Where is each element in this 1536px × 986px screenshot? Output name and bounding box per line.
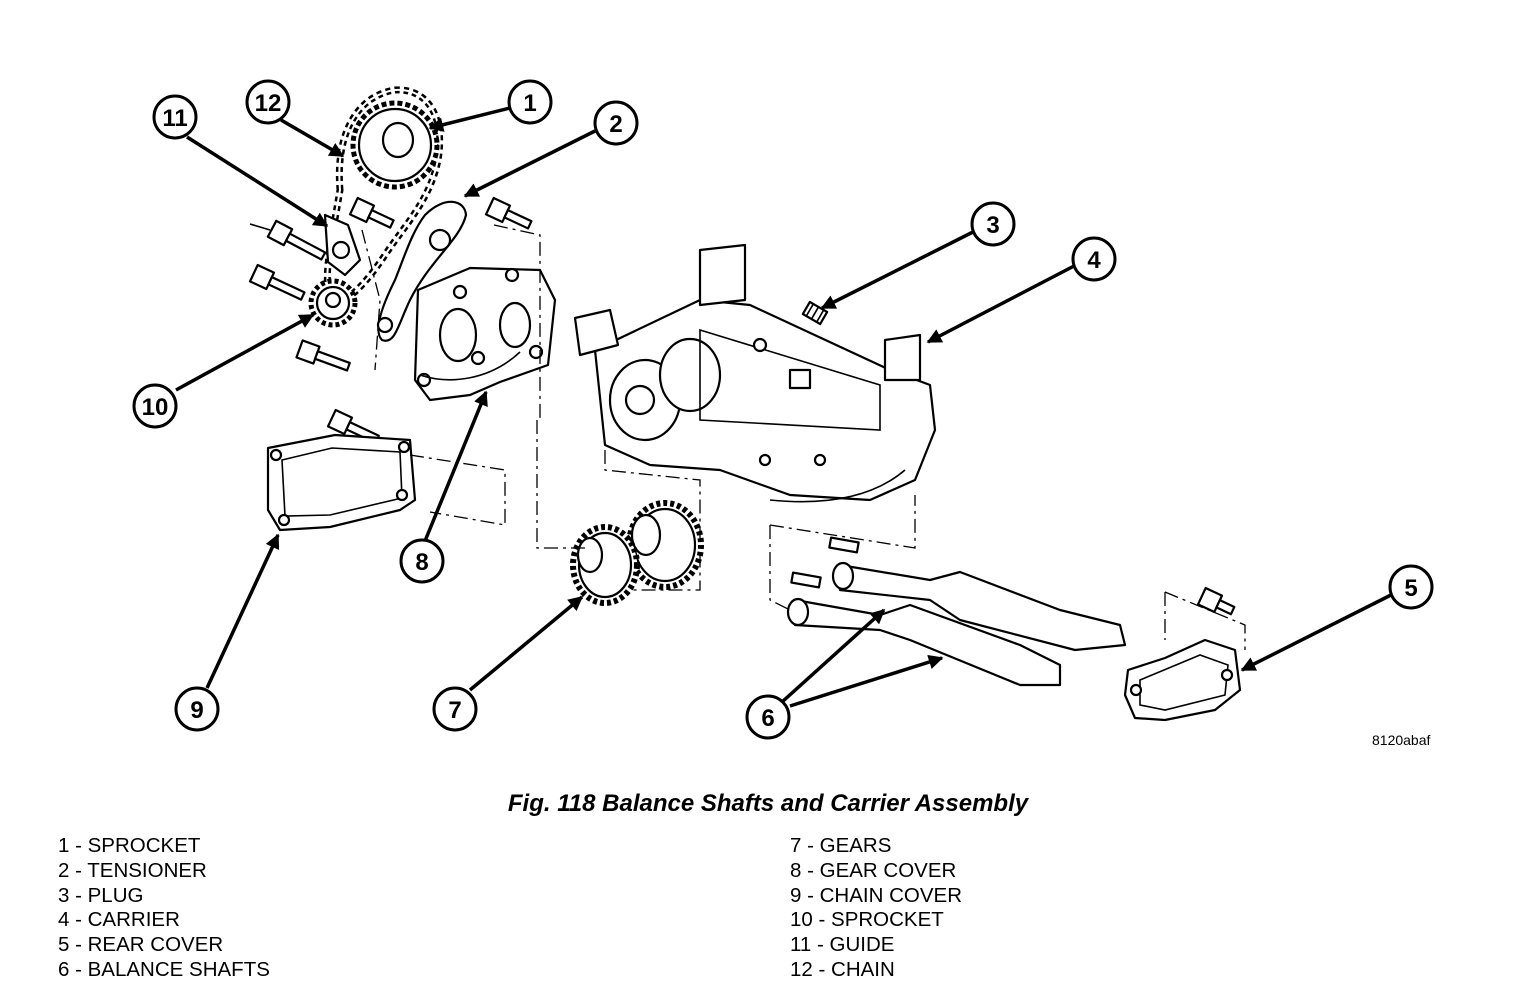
callout-8: 8 [399, 538, 445, 584]
legend-item: 12 - CHAIN [790, 957, 895, 981]
svg-text:10: 10 [142, 394, 169, 421]
lower-sprocket-drawing [308, 278, 358, 328]
callout-12: 12 [245, 79, 291, 125]
legend-item: 6 - BALANCE SHAFTS [58, 957, 270, 981]
callout-11: 11 [152, 94, 198, 140]
exploded-view-diagram: 1 2 3 4 5 6 7 8 9 10 11 12 [132, 79, 1434, 740]
callout-6: 6 [745, 694, 791, 740]
legend-item: 11 - GUIDE [790, 933, 895, 957]
legend-item: 3 - PLUG [58, 883, 144, 907]
legend-item: 2 - TENSIONER [58, 858, 207, 882]
legend-item: 10 - SPROCKET [790, 908, 944, 932]
callout-5: 5 [1388, 564, 1434, 610]
plug-drawing [801, 300, 829, 326]
figure-reference-code: 8120abaf [1372, 732, 1431, 748]
legend-item: 4 - CARRIER [58, 908, 180, 932]
gears-drawing [570, 500, 704, 606]
upper-sprocket-drawing [350, 100, 440, 190]
svg-text:1: 1 [523, 90, 536, 117]
svg-text:5: 5 [1404, 575, 1417, 602]
svg-text:8: 8 [415, 549, 428, 576]
chain-guide-drawing [323, 213, 362, 277]
legend-left-column: 1 - SPROCKET 2 - TENSIONER 3 - PLUG 4 - … [58, 834, 270, 983]
gear-cover-drawing [413, 266, 557, 402]
callout-9: 9 [174, 686, 220, 732]
bolts-drawing [248, 196, 533, 501]
callout-10: 10 [132, 383, 178, 429]
svg-text:9: 9 [190, 697, 203, 724]
svg-text:12: 12 [255, 90, 282, 117]
callout-3: 3 [970, 201, 1016, 247]
legend-right-column: 7 - GEARS 8 - GEAR COVER 9 - CHAIN COVER… [790, 834, 962, 983]
svg-text:11: 11 [162, 105, 187, 132]
callout-7: 7 [432, 686, 478, 732]
callout-1: 1 [507, 79, 553, 125]
legend-item: 1 - SPROCKET [58, 834, 201, 857]
legend-item: 7 - GEARS [790, 834, 892, 857]
callout-4: 4 [1071, 236, 1117, 282]
svg-text:7: 7 [448, 697, 461, 724]
svg-text:6: 6 [761, 705, 774, 732]
rear-cover-drawing [1123, 586, 1242, 722]
svg-text:4: 4 [1087, 247, 1101, 274]
balance-shafts-drawing [786, 536, 1127, 687]
chain-cover-drawing [266, 433, 417, 532]
svg-text:3: 3 [986, 212, 999, 239]
tensioner-drawing [376, 200, 468, 342]
legend-item: 8 - GEAR COVER [790, 858, 957, 882]
legend-item: 5 - REAR COVER [58, 933, 224, 957]
callout-2: 2 [593, 100, 639, 146]
alignment-lines [361, 224, 1246, 650]
leader-lines [175, 106, 1392, 708]
figure-caption: Fig. 118 Balance Shafts and Carrier Asse… [507, 790, 1029, 817]
carrier-drawing [573, 243, 937, 503]
svg-text:2: 2 [609, 111, 622, 138]
legend-item: 9 - CHAIN COVER [790, 883, 962, 907]
